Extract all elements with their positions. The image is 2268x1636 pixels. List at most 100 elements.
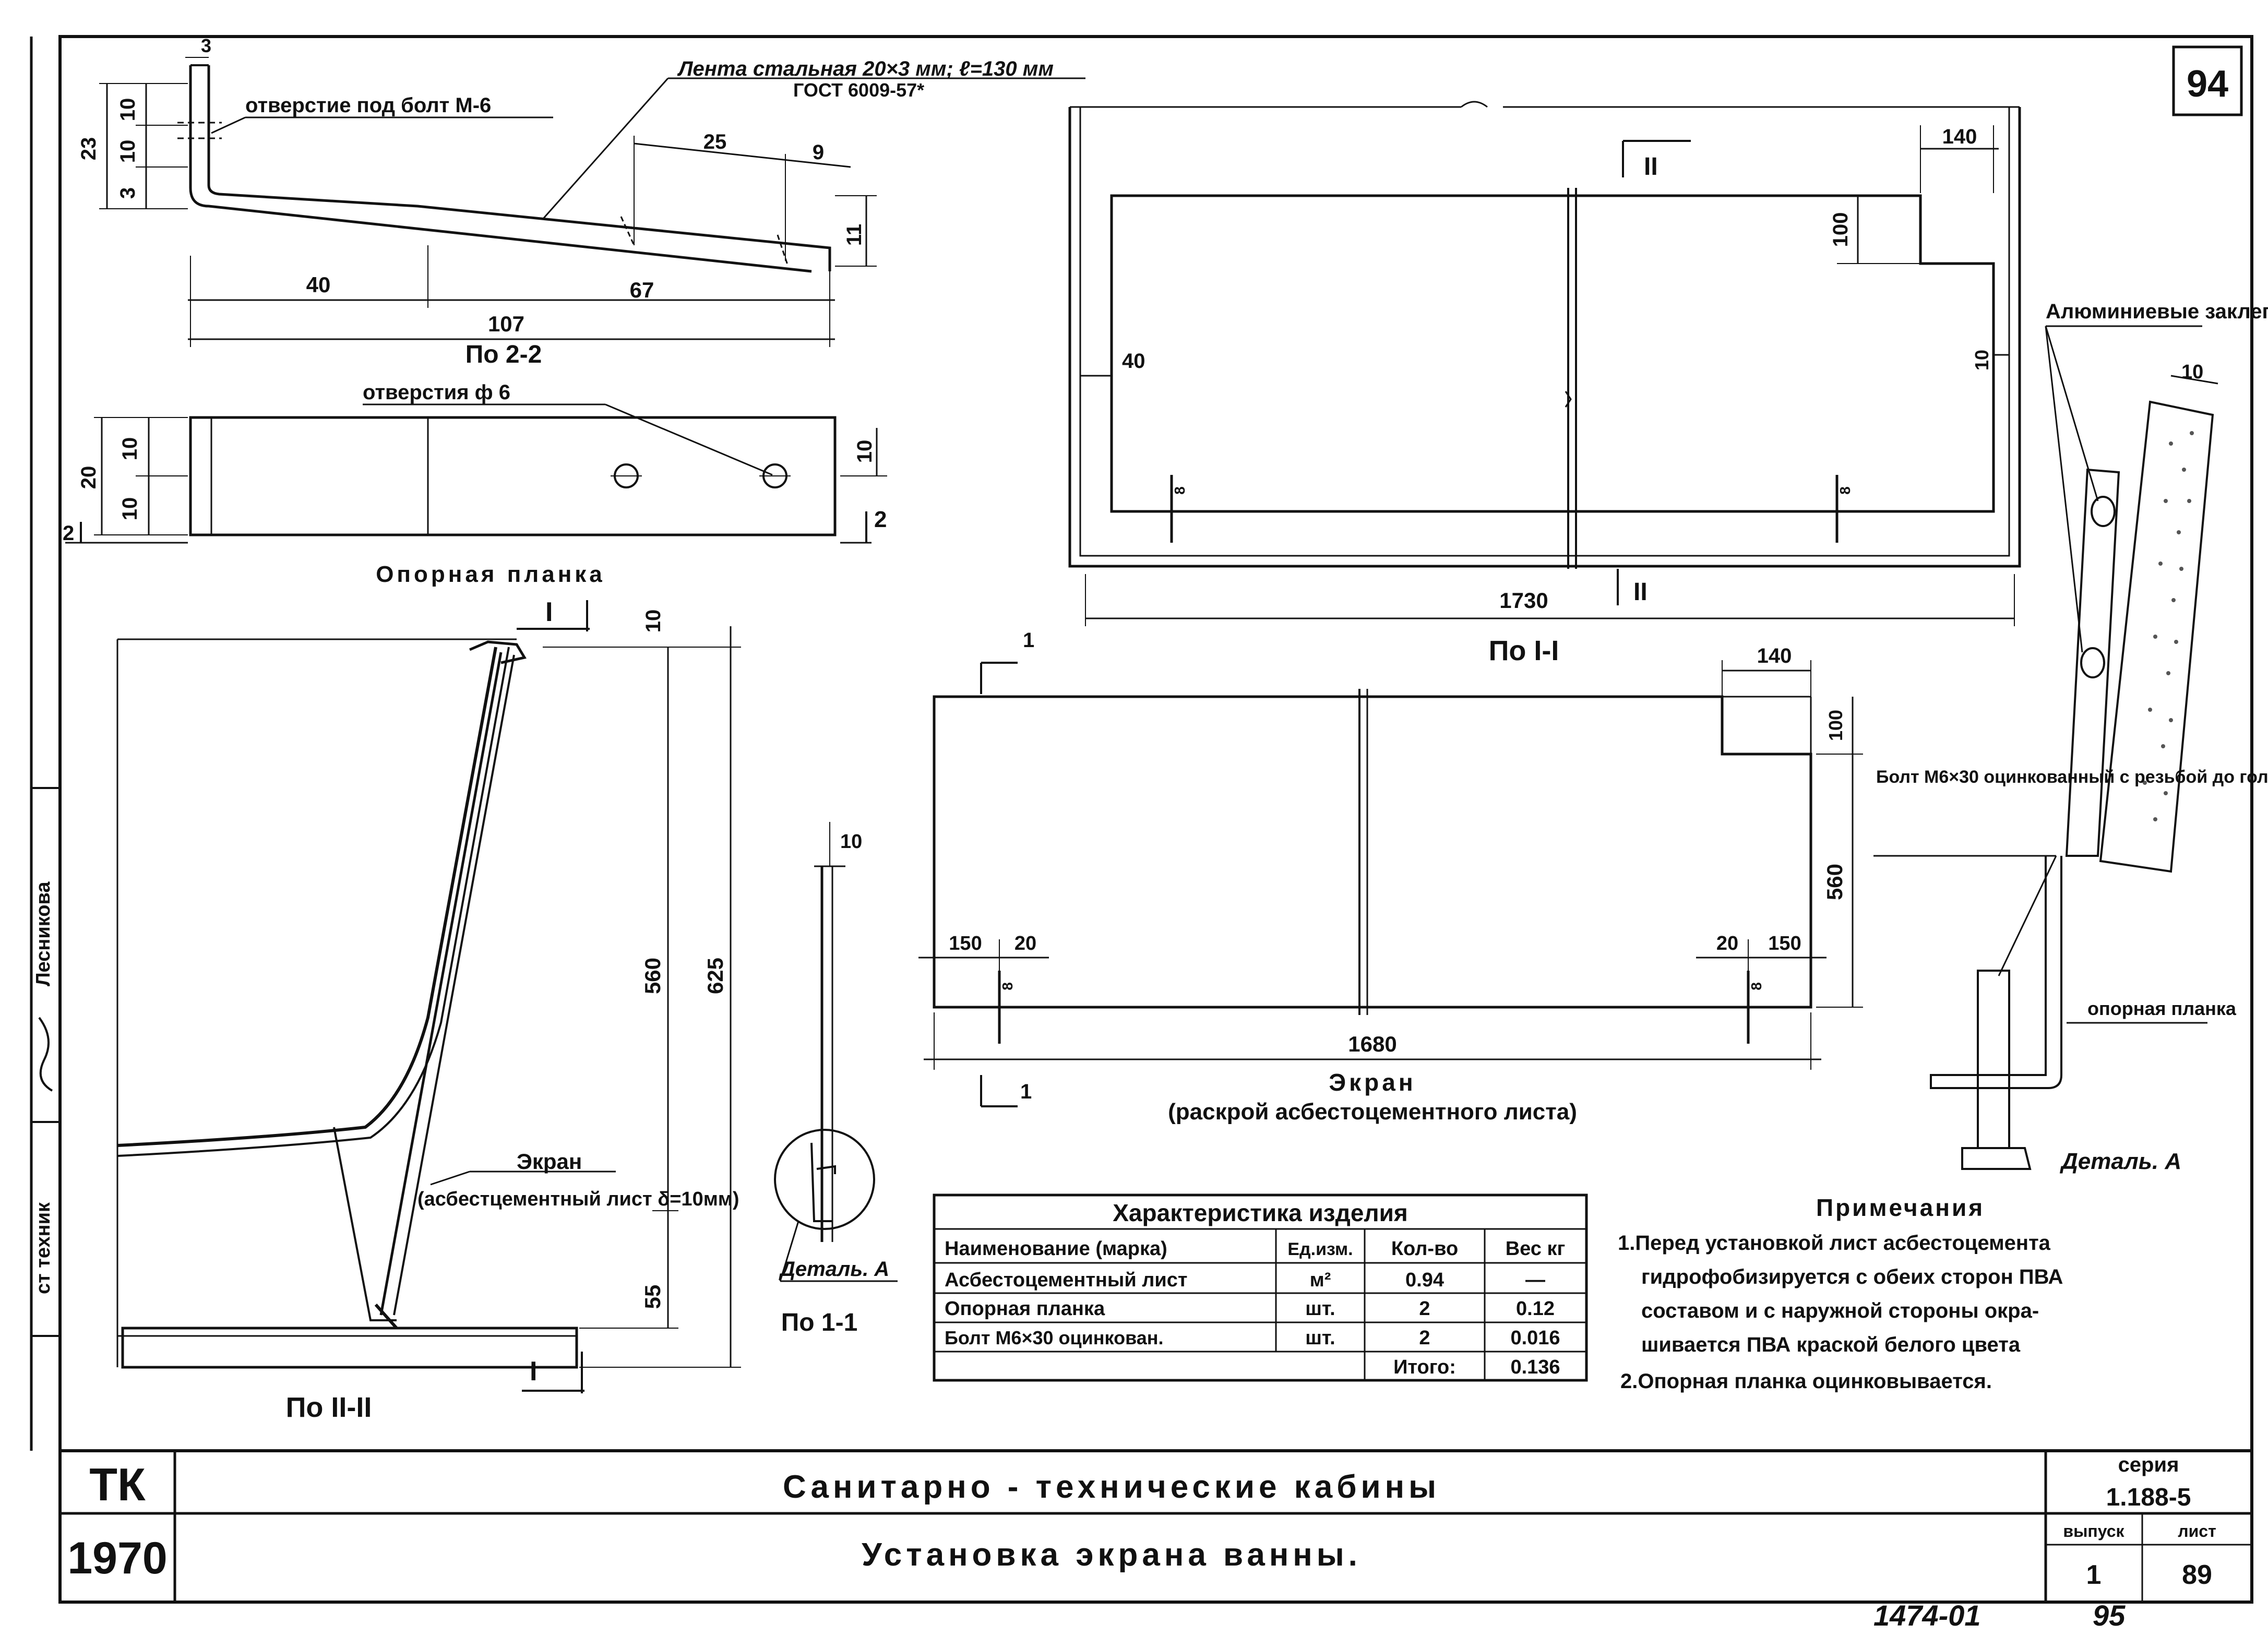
sheet-number: 94: [2187, 63, 2228, 105]
notes-line-3: составом и с наружной стороны окра-: [1641, 1299, 2039, 1322]
detail-a: 10 Алюминиевые заклепки Болт М6×30 оцинк…: [1873, 300, 2268, 1174]
spec-table: Характеристика изделия Наименование (мар…: [933, 1193, 1588, 1382]
strap-dim-v1: 10: [116, 98, 139, 122]
table-row-1-weight: —: [1525, 1269, 1545, 1291]
plan-1-1: 8 8 140 100 40 10 1730 II II По I-I: [1068, 101, 2021, 666]
strap-dim-vtotal: 23: [77, 137, 100, 161]
table-row-2-qty: 2: [1419, 1298, 1430, 1320]
table-row-3-name: Болт М6×30 оцинкован.: [945, 1327, 1164, 1348]
notes: Примечания 1.Перед установкой лист асбес…: [1618, 1194, 2063, 1393]
cut-dim-top: 140: [1757, 644, 1792, 667]
support-plate: отверстия ф 6 10 10 20 10 2 2 Опорная пл…: [63, 381, 887, 587]
table-header-name: Наименование (марка): [945, 1238, 1167, 1260]
drawing-title: Установка экрана ванны.: [862, 1537, 1362, 1573]
plate-dim-v2: 10: [118, 497, 141, 521]
cut-dim-total: 1680: [1348, 1032, 1396, 1056]
strap-standard: ГОСТ 6009-57*: [793, 79, 924, 101]
stamp-role: ст техник: [32, 1202, 54, 1294]
cut-dim-l2: 20: [1014, 933, 1036, 954]
s2-caption: По II-II: [286, 1392, 372, 1423]
p1-dim-right: 10: [1971, 350, 1992, 371]
series-label: серия: [2118, 1453, 2179, 1476]
p1-dim-total: 1730: [1499, 588, 1548, 613]
table-row-3-weight: 0.016: [1510, 1327, 1560, 1349]
notes-line-5: 2.Опорная планка оцинковывается.: [1620, 1370, 1992, 1393]
screen-cut: 8 8 140 100 560 150 20 20 150 1680 1 1 Э…: [918, 629, 1863, 1125]
detail-a-caption: Деталь. А: [2059, 1149, 2181, 1174]
section-2-2: 10 560 625 55 I I Экран (асбестцементный…: [116, 597, 741, 1423]
table-row-1-qty: 0.94: [1405, 1269, 1444, 1291]
p1-mark-top: II: [1644, 153, 1658, 181]
p1-mark-bottom: II: [1633, 578, 1648, 606]
strap-material-label: Лента стальная 20×3 мм; ℓ=130 мм: [677, 57, 1054, 80]
plate-caption: Опорная планка: [376, 562, 605, 587]
strap-dim-v2: 10: [116, 140, 139, 163]
year: 1970: [67, 1533, 167, 1583]
table-header-qty: Кол-во: [1391, 1238, 1458, 1260]
strap-dim-total: 107: [488, 312, 524, 336]
table-row-2-weight: 0.12: [1516, 1298, 1555, 1320]
strap-dim-top: 3: [201, 35, 211, 56]
p1-dim-left: 40: [1122, 350, 1145, 373]
archive-code: 1474-01: [1873, 1599, 1981, 1632]
s2-dim-h2: 625: [703, 958, 727, 994]
plate-section-mark-right: 2: [874, 507, 887, 532]
section-1-1: 10 Деталь. А По 1-1: [774, 822, 898, 1336]
cut-bolt-right: 8: [1748, 982, 1764, 990]
p1-caption: По I-I: [1489, 635, 1559, 666]
table-total-value: 0.136: [1510, 1356, 1560, 1378]
sheet-frame: [58, 35, 2253, 1604]
archive-page: 95: [2093, 1599, 2126, 1632]
series-value: 1.188-5: [2106, 1484, 2191, 1511]
cut-dim-r2: 150: [1768, 933, 1801, 954]
notes-line-4: шивается ПВА краской белого цвета: [1641, 1333, 2021, 1356]
notes-line-1: 1.Перед установкой лист асбестоцемента: [1618, 1232, 2051, 1255]
s2-dim-bottom: 55: [640, 1285, 665, 1309]
table-row-2-unit: шт.: [1305, 1298, 1335, 1320]
sheet-label: лист: [2178, 1522, 2216, 1541]
p1-bolt-right: 8: [1837, 486, 1853, 495]
s1-detail-label: Деталь. А: [779, 1258, 889, 1281]
issue-value: 1: [2086, 1560, 2102, 1590]
s1-caption: По 1-1: [781, 1309, 858, 1336]
strap-dim-e: 67: [630, 278, 654, 302]
p1-bolt-left: 8: [1172, 486, 1188, 495]
strap-hole-label: отверстие под болт М-6: [245, 94, 491, 117]
strap-dim-d: 40: [306, 272, 331, 297]
table-row-3-unit: шт.: [1305, 1327, 1335, 1349]
detail-a-caps-label: Алюминиевые заклепки: [2046, 300, 2268, 323]
sheet-value: 89: [2182, 1560, 2212, 1590]
org-code: ТК: [89, 1459, 146, 1510]
cut-title: Экран: [1329, 1069, 1416, 1096]
s2-screen-label: Экран: [517, 1149, 582, 1174]
table-title: Характеристика изделия: [1113, 1199, 1408, 1226]
strap-detail: 10 10 3 23 3 25 9 11 40 67 107 По 2-2 от…: [77, 35, 1085, 368]
strap-dim-v3: 3: [116, 187, 139, 199]
cut-subtitle: (раскрой асбестоцементного листа): [1168, 1099, 1577, 1125]
strap-dim-c: 11: [843, 224, 866, 246]
notes-title: Примечания: [1816, 1194, 1985, 1221]
stamp-signature: [38, 1017, 53, 1092]
issue-label: выпуск: [2063, 1522, 2124, 1541]
cut-dim-height: 560: [1822, 864, 1847, 900]
detail-a-hatch: [2143, 431, 2194, 821]
p1-dim-top: 140: [1942, 125, 1977, 148]
cut-dim-r1: 20: [1716, 933, 1738, 954]
table-row-1-name: Асбестоцементный лист: [945, 1269, 1188, 1291]
stamp-name: Лесникова: [32, 881, 54, 986]
s2-dim-h1: 560: [640, 958, 665, 994]
s2-screen-desc: (асбестцементный лист δ=10мм): [417, 1188, 739, 1210]
detail-a-bolt-label: Болт М6×30 оцинкованный с резьбой до гол…: [1876, 767, 2268, 787]
detail-a-dim: 10: [2181, 361, 2203, 383]
plate-dim-vtotal: 20: [77, 466, 100, 489]
s1-detail-circle: [774, 1129, 875, 1230]
cut-mark-bottom: 1: [1020, 1080, 1032, 1103]
project-title: Санитарно - технические кабины: [783, 1469, 1440, 1505]
notes-line-2: гидрофобизируется с обеих сторон ПВА: [1641, 1265, 2063, 1288]
table-row-1-unit: м²: [1310, 1269, 1331, 1291]
s2-mark-top: I: [545, 597, 553, 627]
table-total-label: Итого:: [1393, 1356, 1456, 1378]
plate-dim-right: 10: [853, 440, 876, 463]
